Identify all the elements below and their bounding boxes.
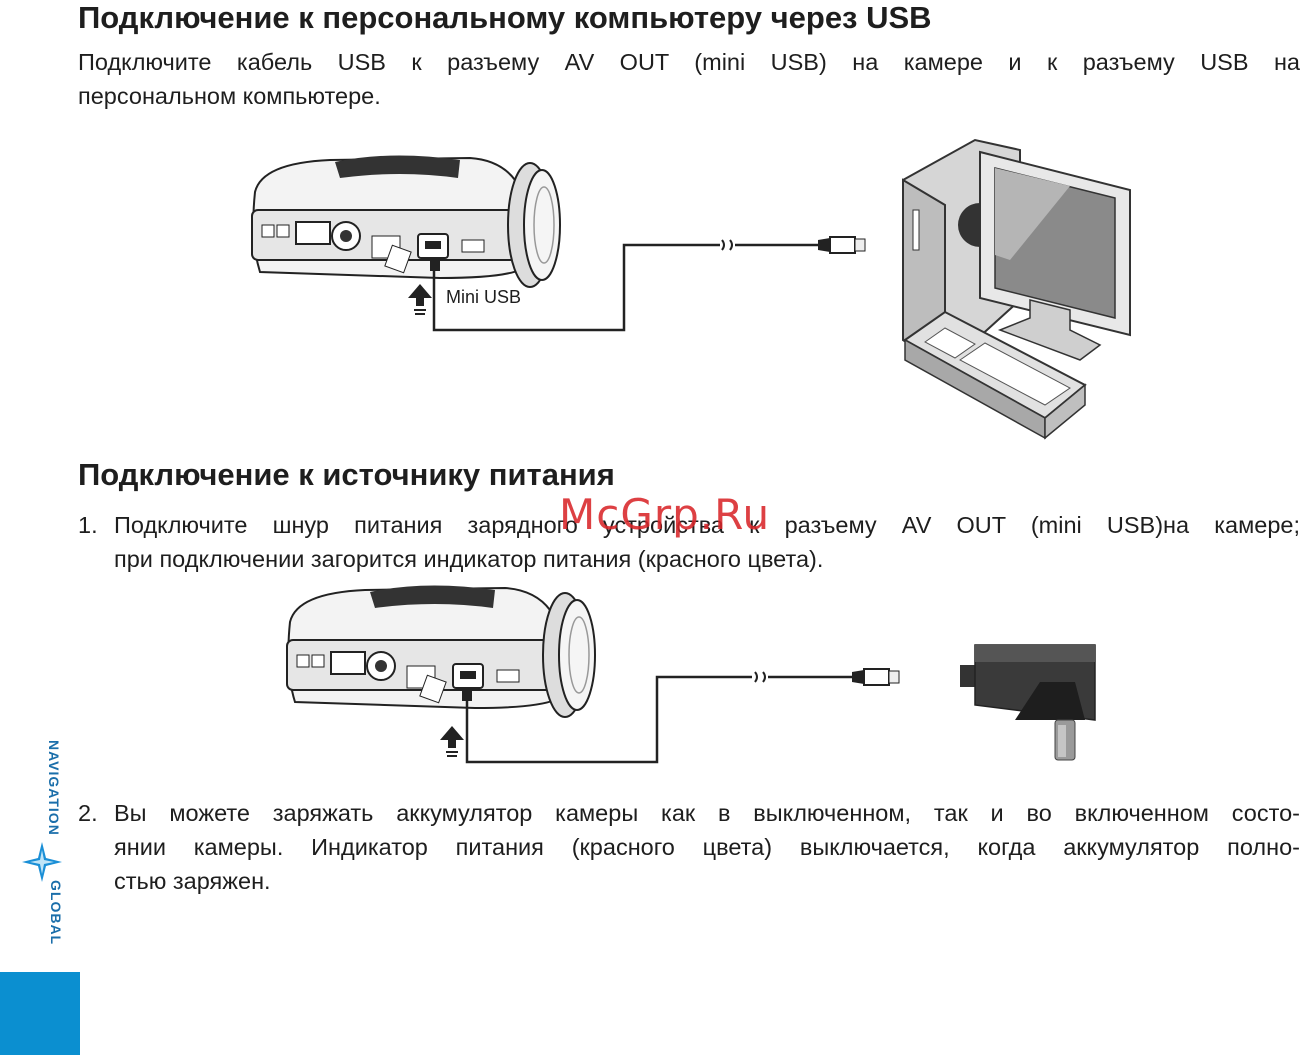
- step2-line2: янии камеры. Индикатор питания (красного…: [114, 834, 1300, 860]
- section-title-usb: Подключение к персональному компьютеру ч…: [78, 0, 932, 35]
- arrow-up-icon: [408, 284, 432, 315]
- brand-text-navigation: NAVIGATION: [46, 740, 62, 836]
- step1-line2: при подключении загорится индикатор пита…: [114, 546, 824, 572]
- step1-number: 1.: [78, 512, 98, 538]
- desktop-computer-illustration: [902, 138, 1131, 440]
- section-title-power: Подключение к источнику питания: [78, 457, 615, 492]
- camera-illustration-1: [251, 155, 561, 288]
- mini-usb-label: Mini USB: [446, 287, 522, 307]
- camera-illustration-2: [286, 585, 596, 718]
- usb-instructions-line1: Подключите кабель USB к разъему AV OUT (…: [78, 49, 1300, 75]
- arrow-up-icon-2: [440, 726, 464, 757]
- brand-logo: NAVIGATION GLOBAL: [20, 740, 64, 960]
- brand-text-global: GLOBAL: [48, 880, 64, 946]
- usb-plug-icon-2: [852, 668, 900, 686]
- usb-plug-icon-1: [818, 236, 866, 254]
- page-corner-accent: [0, 972, 80, 1055]
- star-logo-icon: [22, 842, 62, 882]
- step2-line3: стью заряжен.: [114, 868, 271, 894]
- step1-line1: Подключите шнур питания зарядного устрой…: [114, 512, 1300, 538]
- step2-number: 2.: [78, 800, 98, 826]
- usb-cable-2: [465, 675, 752, 764]
- usb-instructions-line2: персональном компьютере.: [78, 83, 381, 109]
- step2-line1: Вы можете заряжать аккумулятор камеры ка…: [114, 800, 1300, 826]
- usb-cable-1: [432, 243, 720, 332]
- power-adapter-illustration: [960, 644, 1096, 761]
- watermark: McGrp.Ru: [559, 490, 771, 539]
